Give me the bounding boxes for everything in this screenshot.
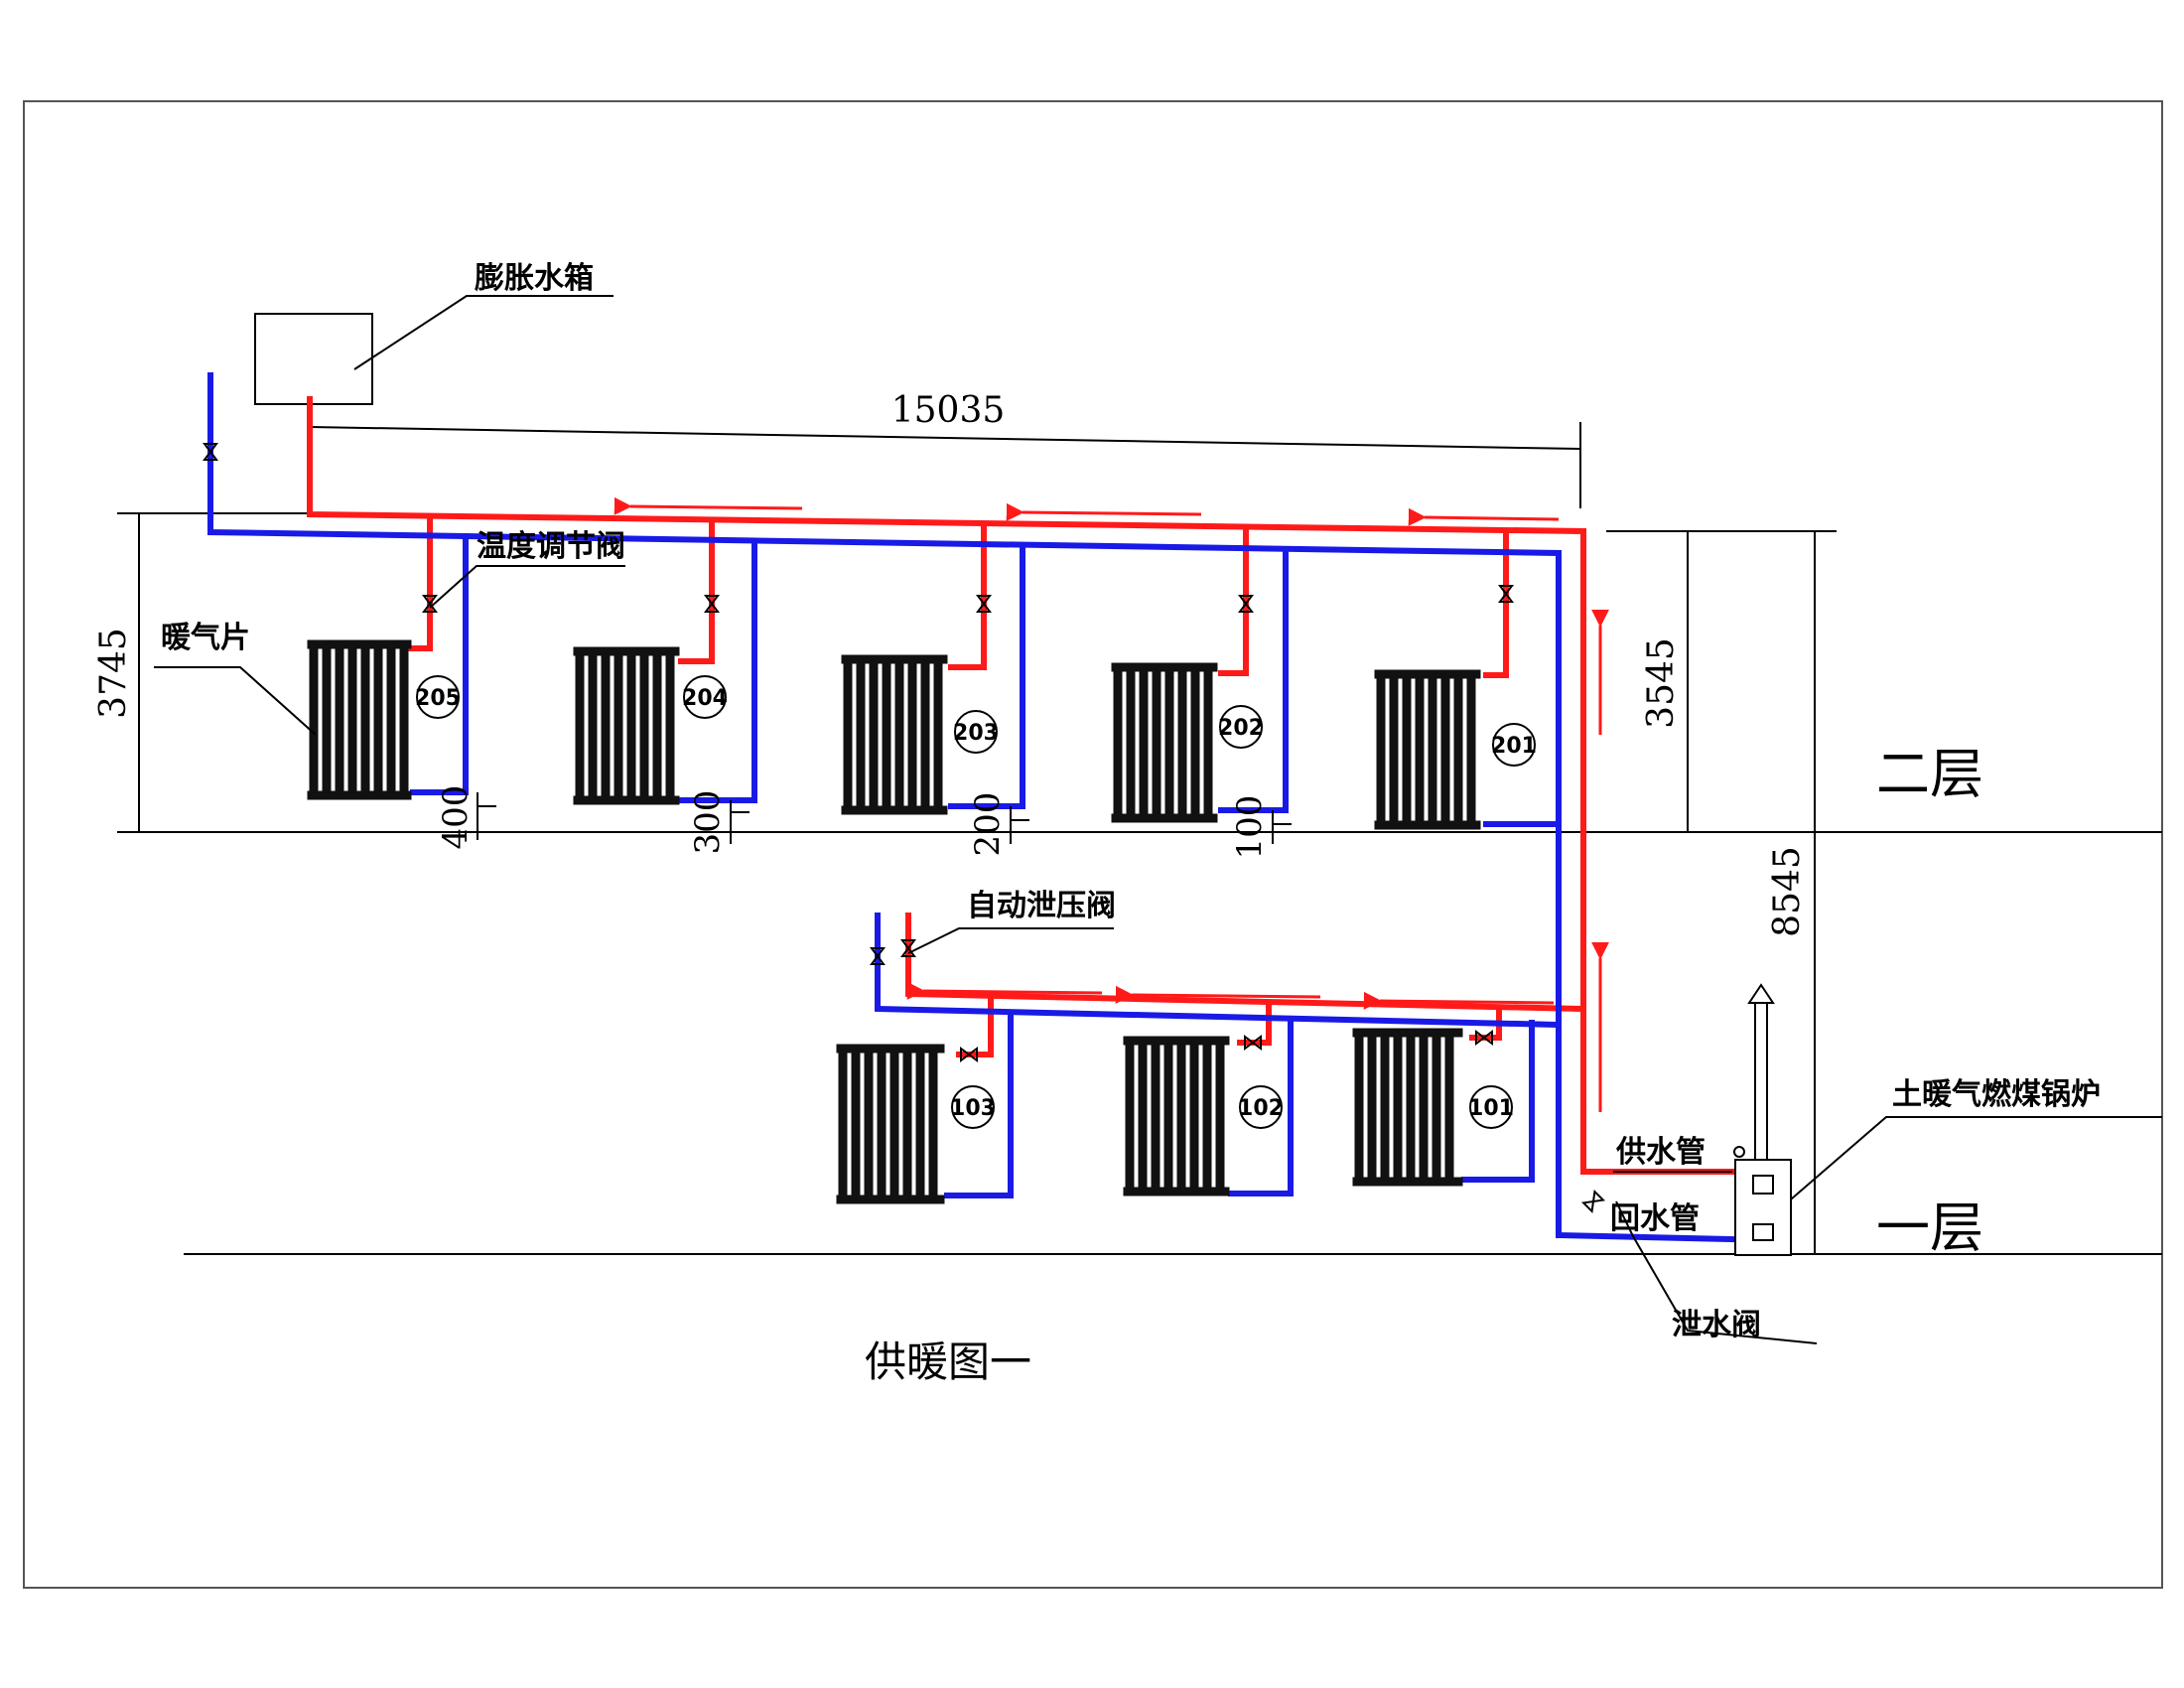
- radiator-label: 暖气片: [161, 621, 250, 655]
- radiator-204: [573, 646, 680, 805]
- return-pipe-label: 回水管: [1610, 1201, 1700, 1236]
- radiator-tag-203: 203: [953, 721, 999, 746]
- offset-ticks: [477, 792, 1292, 844]
- radiator-102: [1123, 1036, 1230, 1196]
- floor1-label: 一层: [1876, 1196, 1983, 1259]
- radiator-tag-102: 102: [1238, 1096, 1284, 1121]
- radiators-floor2: [307, 639, 1481, 830]
- diagram-title: 供暖图一: [865, 1337, 1031, 1386]
- radiator-tags: [416, 675, 1536, 1129]
- supply-pipe-label: 供水管: [1615, 1135, 1706, 1170]
- dim-height-total: 8545: [1767, 846, 1808, 937]
- return-pipes: [207, 372, 1736, 1243]
- radiator-202: [1111, 662, 1218, 823]
- temp-valve-label: 温度调节阀: [477, 529, 625, 564]
- label-leaders: [154, 565, 2162, 1344]
- radiator-tag-103: 103: [950, 1096, 996, 1121]
- radiator-tag-101: 101: [1468, 1096, 1514, 1121]
- offset-100: 100: [1230, 795, 1270, 860]
- dim-length-top: 15035: [891, 390, 1006, 431]
- radiator-tag-201: 201: [1491, 734, 1537, 759]
- drain-valve-icon: [1582, 1191, 1604, 1212]
- radiator-103: [836, 1044, 945, 1204]
- radiator-tag-204: 204: [682, 686, 728, 711]
- radiators-floor1: [836, 1028, 1463, 1204]
- offset-300: 300: [688, 790, 728, 855]
- floor2-label: 二层: [1876, 743, 1983, 805]
- expansion-tank-label: 膨胀水箱: [475, 261, 594, 296]
- radiator-205: [307, 639, 412, 800]
- flow-arrows: [614, 496, 1609, 1112]
- expansion-tank-leader: [353, 295, 614, 370]
- offset-200: 200: [968, 792, 1008, 857]
- radiator-tag-202: 202: [1218, 716, 1264, 741]
- dim-height-left: 3745: [93, 628, 134, 719]
- radiator-203: [841, 654, 948, 815]
- dim-height-right: 3545: [1641, 637, 1682, 729]
- boiler-label: 土暖气燃煤锅炉: [1892, 1077, 2101, 1112]
- radiator-101: [1352, 1028, 1463, 1187]
- auto-relief-valve-label: 自动泄压阀: [967, 889, 1116, 923]
- boiler: [1733, 983, 1792, 1256]
- radiator-201: [1374, 669, 1481, 830]
- radiator-tag-205: 205: [415, 686, 461, 711]
- expansion-tank: [254, 313, 373, 405]
- drain-valve-label: 泄水阀: [1672, 1308, 1761, 1342]
- drawing-frame: [23, 100, 2163, 1589]
- offset-400: 400: [436, 785, 476, 850]
